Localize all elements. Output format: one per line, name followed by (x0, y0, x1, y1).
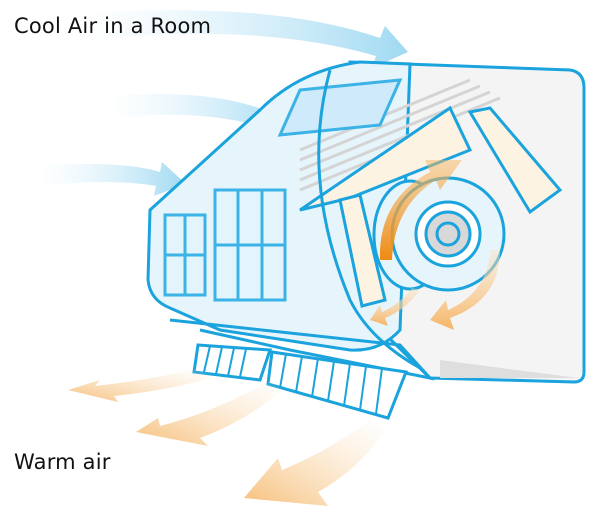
cool-air-label: Cool Air in a Room (14, 14, 212, 38)
cool-air-arrow-top (80, 10, 408, 68)
warm-air-label: Warm air (14, 450, 111, 474)
cool-air-arrow-middle (110, 94, 296, 140)
heat-exchanger (299, 105, 563, 308)
front-cover (199, 69, 435, 381)
warm-air-arrow-2 (136, 380, 282, 446)
cool-air-arrow-bottom (40, 162, 186, 196)
air-filter (163, 78, 403, 302)
cool-air-arrows (40, 10, 408, 196)
cross-flow-fan (372, 176, 506, 292)
warm-air-arrow-1 (68, 368, 210, 402)
warm-air-arrow-3 (244, 420, 386, 506)
warm-air-arrows (68, 368, 386, 506)
fan-airflow-arrows (370, 160, 500, 330)
louvers (192, 343, 409, 420)
